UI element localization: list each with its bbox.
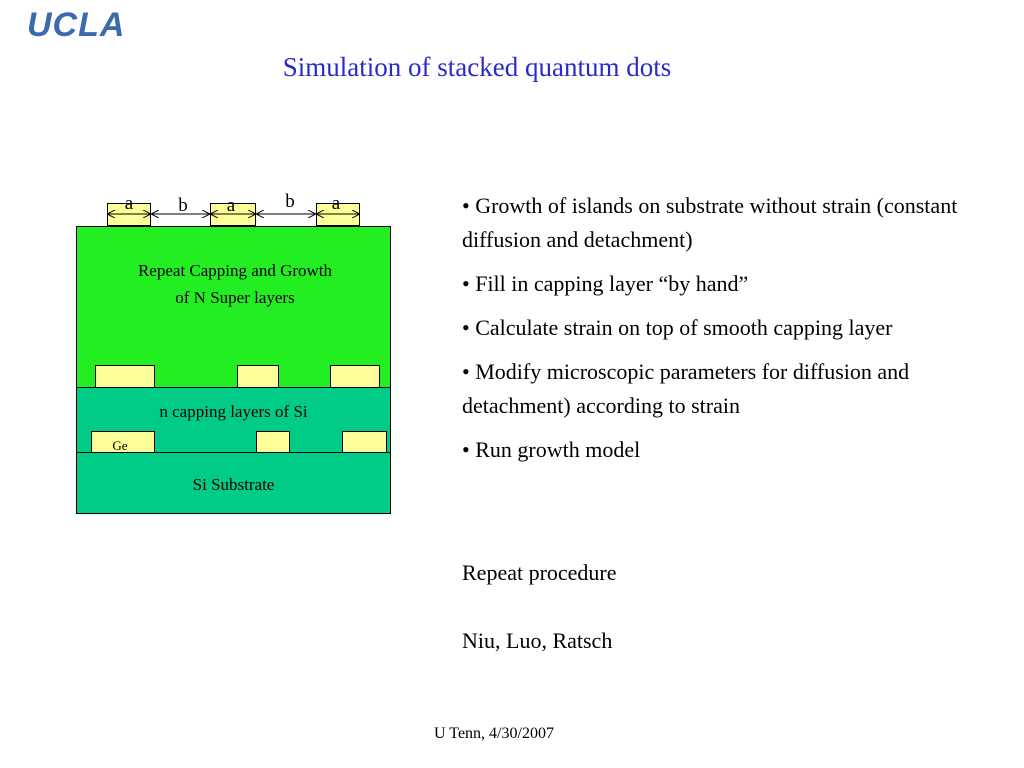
bullet-item: • Modify microscopic parameters for diff… xyxy=(462,359,910,418)
quantum-dot xyxy=(330,365,380,388)
capping-layer-label: n capping layers of Si xyxy=(159,402,308,421)
dim-label-a: a xyxy=(124,193,134,214)
substrate-layer xyxy=(76,452,391,514)
ucla-logo: UCLA xyxy=(27,6,126,44)
ge-quantum-dot xyxy=(91,431,155,453)
capping-growth-layer xyxy=(76,226,391,388)
dim-label-a: a xyxy=(226,195,236,216)
repeat-procedure-text: Repeat procedure xyxy=(462,560,617,585)
bullet-item: • Run growth model xyxy=(462,437,641,462)
quantum-dot xyxy=(95,365,155,388)
dim-label-a: a xyxy=(331,193,341,214)
authors-text: Niu, Luo, Ratsch xyxy=(462,628,613,653)
slide-title: Simulation of stacked quantum dots xyxy=(282,52,672,82)
dimension-arrows xyxy=(0,0,430,260)
bullet-item: • Calculate strain on top of smooth capp… xyxy=(462,315,893,340)
bullet-item: • Fill in capping layer “by hand” xyxy=(462,271,749,296)
bullet-list: • Growth of islands on substrate without… xyxy=(462,189,1002,477)
quantum-dot xyxy=(237,365,279,388)
quantum-dot xyxy=(342,431,387,453)
quantum-dot-stack-diagram: a b a b a Repeat Capping and Growth of N… xyxy=(0,0,430,530)
footer-text: U Tenn, 4/30/2007 xyxy=(434,725,554,742)
top-layer-label: Repeat Capping and Growth of N Super lay… xyxy=(137,261,333,307)
quantum-dot xyxy=(256,431,290,453)
ge-label: Ge xyxy=(112,438,128,453)
dim-label-b: b xyxy=(285,191,295,212)
dim-label-b: b xyxy=(178,195,188,216)
substrate-label: Si Substrate xyxy=(192,475,275,494)
bullet-item: • Growth of islands on substrate without… xyxy=(462,193,958,252)
